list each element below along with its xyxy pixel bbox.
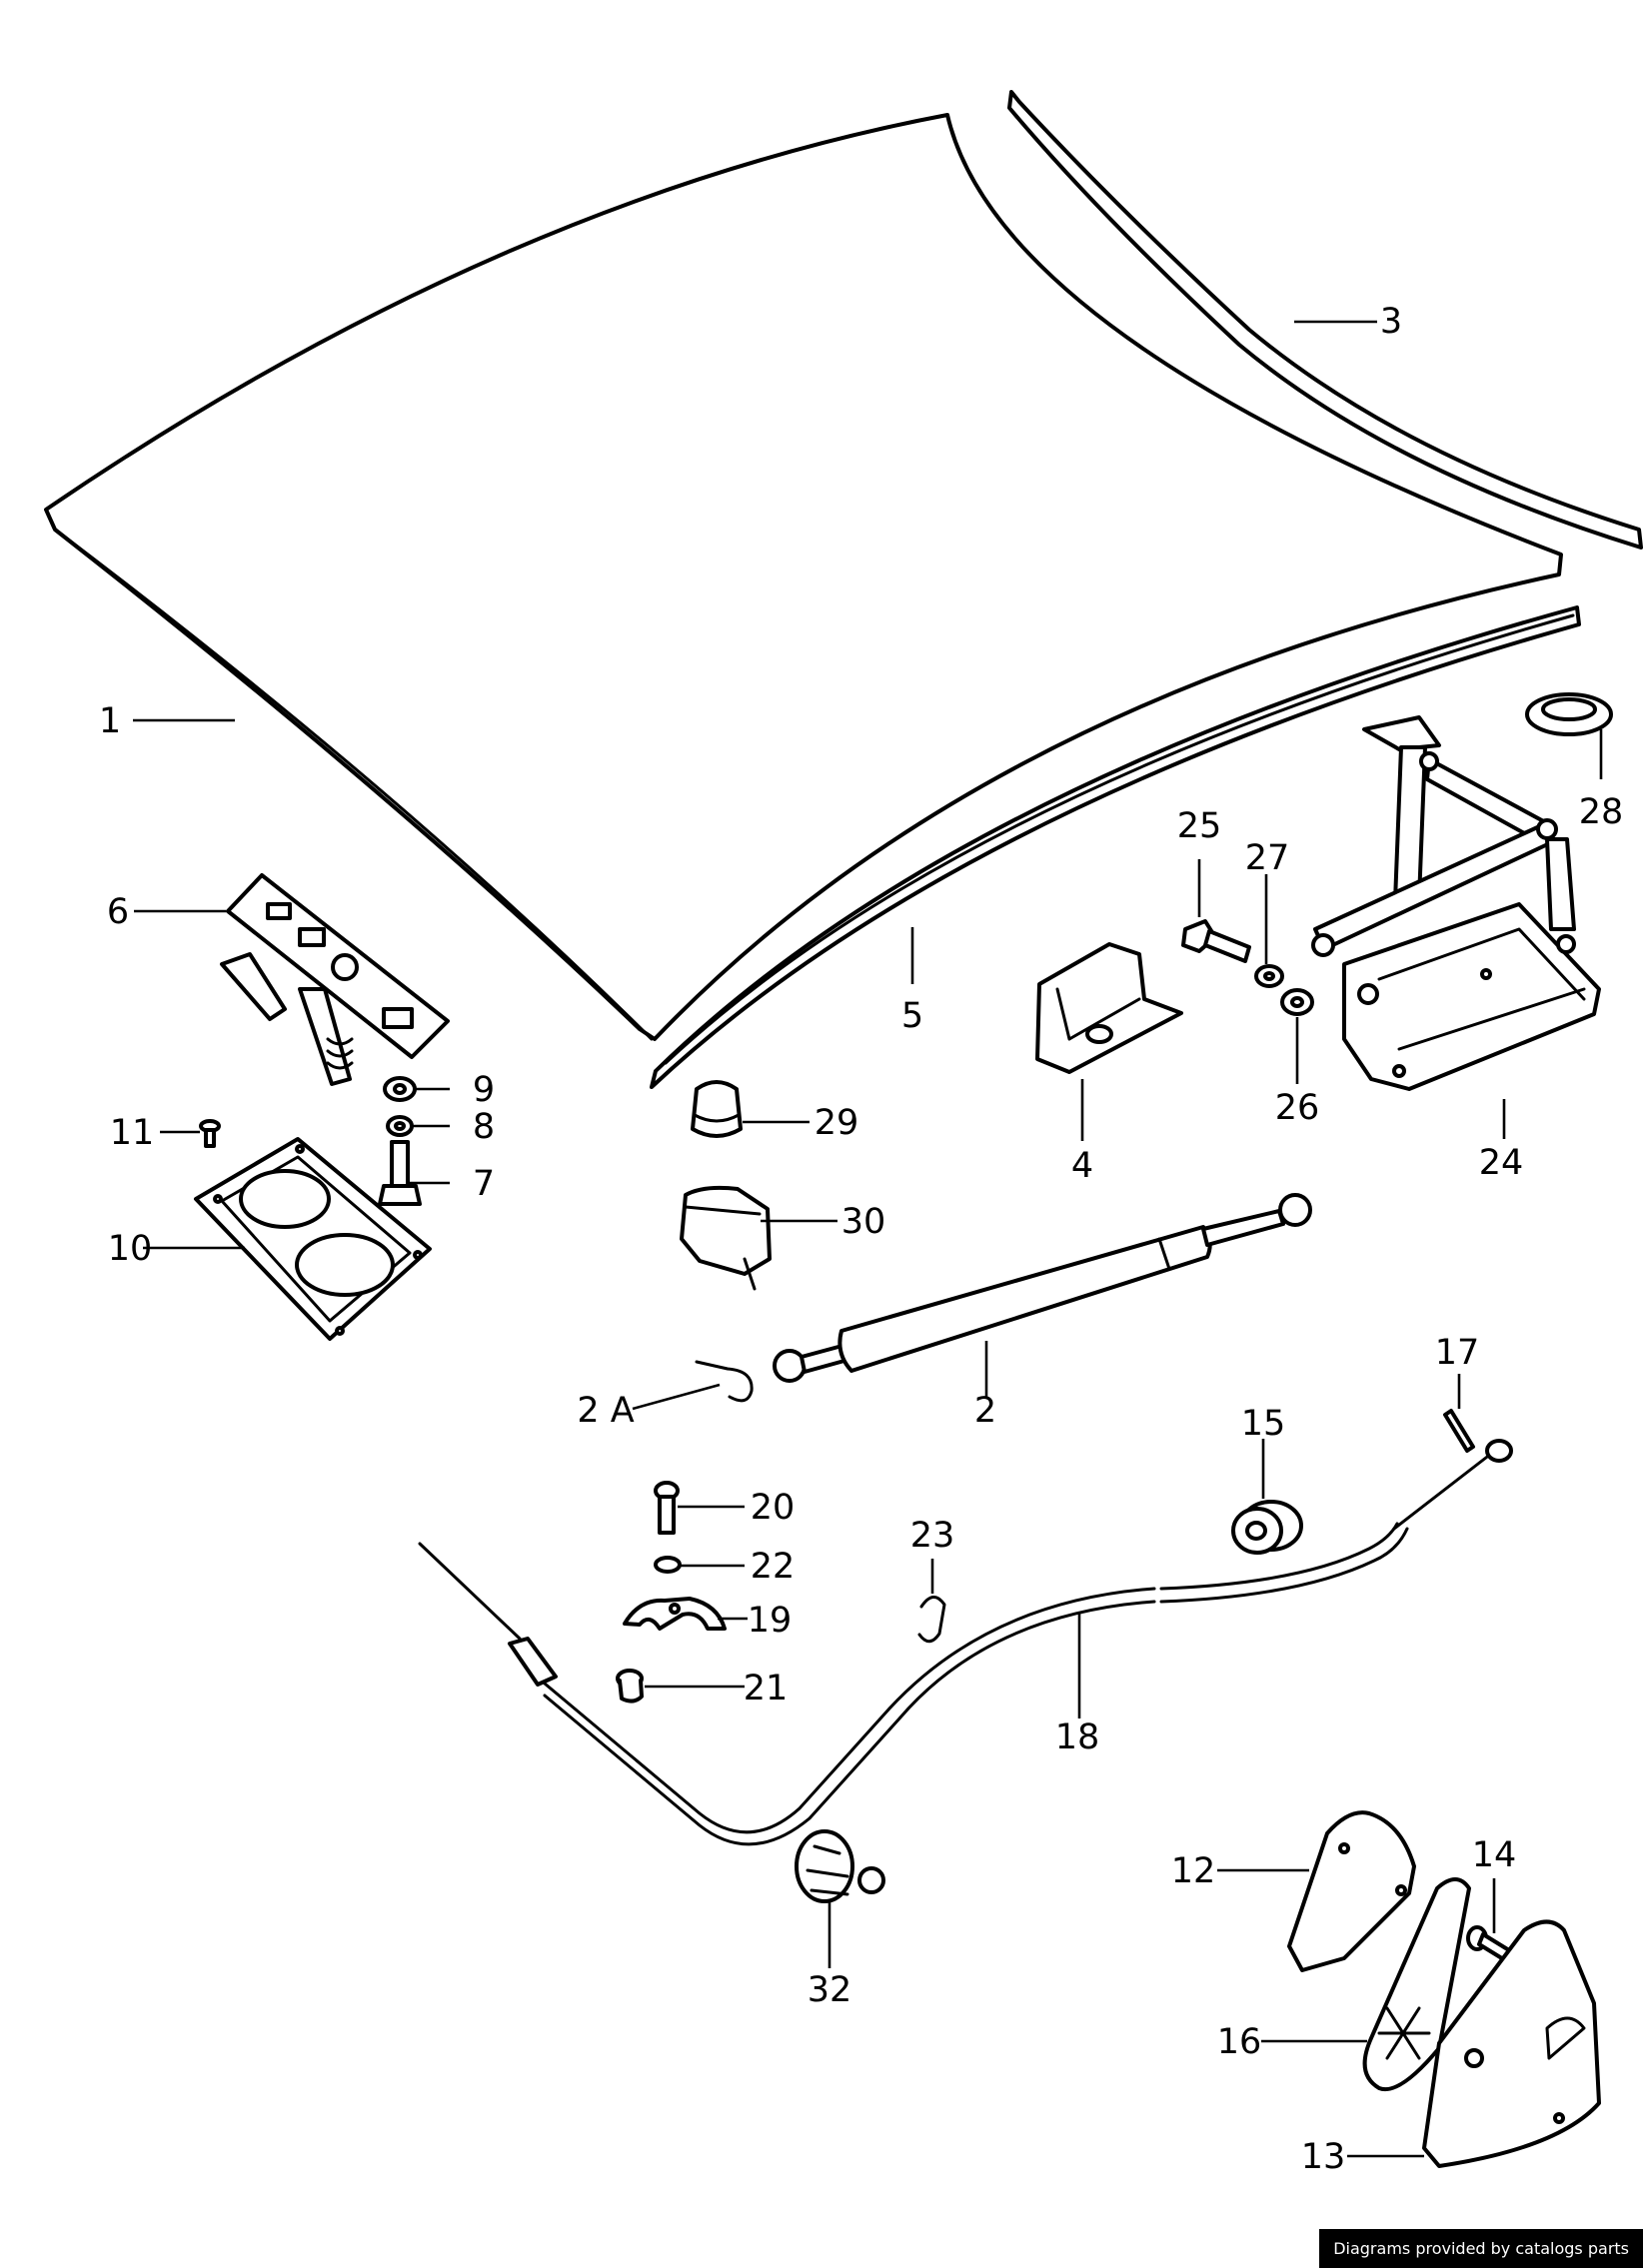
part-26-washer [1280,988,1314,1016]
part-9-nut [383,1076,417,1102]
part-8-washer [386,1115,414,1137]
part-23-cable-clip [917,1596,946,1644]
label-11: 11 [110,1113,155,1153]
part-22-washer [654,1556,682,1574]
label-6: 6 [107,892,129,932]
part-20-screw [654,1481,680,1535]
part-27-washer [1254,964,1284,988]
part-28-grommet [1525,692,1613,736]
part-5-seal-strip [650,605,1581,1089]
part-29-cap [691,1080,743,1138]
label-26: 26 [1275,1088,1320,1128]
label-23: 23 [910,1516,955,1556]
label-25: 25 [1177,806,1222,846]
label-4: 4 [1071,1146,1093,1186]
part-3-seal-strip [1007,90,1643,550]
label-16: 16 [1217,2022,1262,2062]
leader-lines [133,320,1603,2158]
label-2: 2 [974,1391,996,1431]
part-24-hinge [1311,715,1601,1091]
label-3: 3 [1380,302,1402,342]
label-30: 30 [841,1202,886,1242]
part-10-housing-plate [194,1137,432,1341]
part-6-lock-catch [220,873,450,1086]
label-13: 13 [1301,2137,1346,2177]
label-2a: 2 A [577,1391,634,1431]
part-2a-clip [695,1360,754,1403]
label-22: 22 [751,1547,796,1587]
part-15-grommet [1231,1500,1303,1555]
part-1-lid-panel [44,113,1563,1041]
part-32-knob [795,1829,885,1903]
label-9: 9 [473,1070,495,1110]
part-25-bolt [1181,919,1251,963]
part-16-lever [1362,1877,1471,2092]
part-30-cover [680,1185,772,1291]
label-29: 29 [815,1103,859,1143]
part-21-bushing [616,1669,644,1703]
label-7: 7 [473,1164,495,1204]
label-8: 8 [473,1107,495,1147]
part-12-bracket [1287,1810,1416,1972]
label-5: 5 [901,996,923,1036]
label-1: 1 [99,701,121,741]
label-32: 32 [808,1970,852,2010]
part-17-pin [1443,1409,1475,1453]
part-11-plug [199,1119,221,1148]
credit-badge: Diagrams provided by catalogs parts [1319,2229,1643,2268]
label-27: 27 [1245,838,1290,878]
label-12: 12 [1171,1851,1216,1891]
label-19: 19 [748,1601,793,1641]
label-24: 24 [1479,1143,1524,1183]
part-7-bolt [378,1140,422,1206]
part-13-cover [1422,1919,1601,2168]
part-2-gas-strut [773,1193,1312,1383]
label-14: 14 [1472,1835,1517,1875]
label-28: 28 [1579,792,1624,832]
label-10: 10 [108,1229,153,1269]
part-19-clamp [623,1597,727,1631]
label-15: 15 [1241,1404,1286,1444]
part-18-release-cable [418,1439,1513,1846]
label-18: 18 [1055,1717,1100,1757]
label-20: 20 [751,1488,796,1528]
part-4-striker [1035,942,1183,1074]
label-17: 17 [1435,1333,1480,1373]
label-21: 21 [744,1669,789,1708]
